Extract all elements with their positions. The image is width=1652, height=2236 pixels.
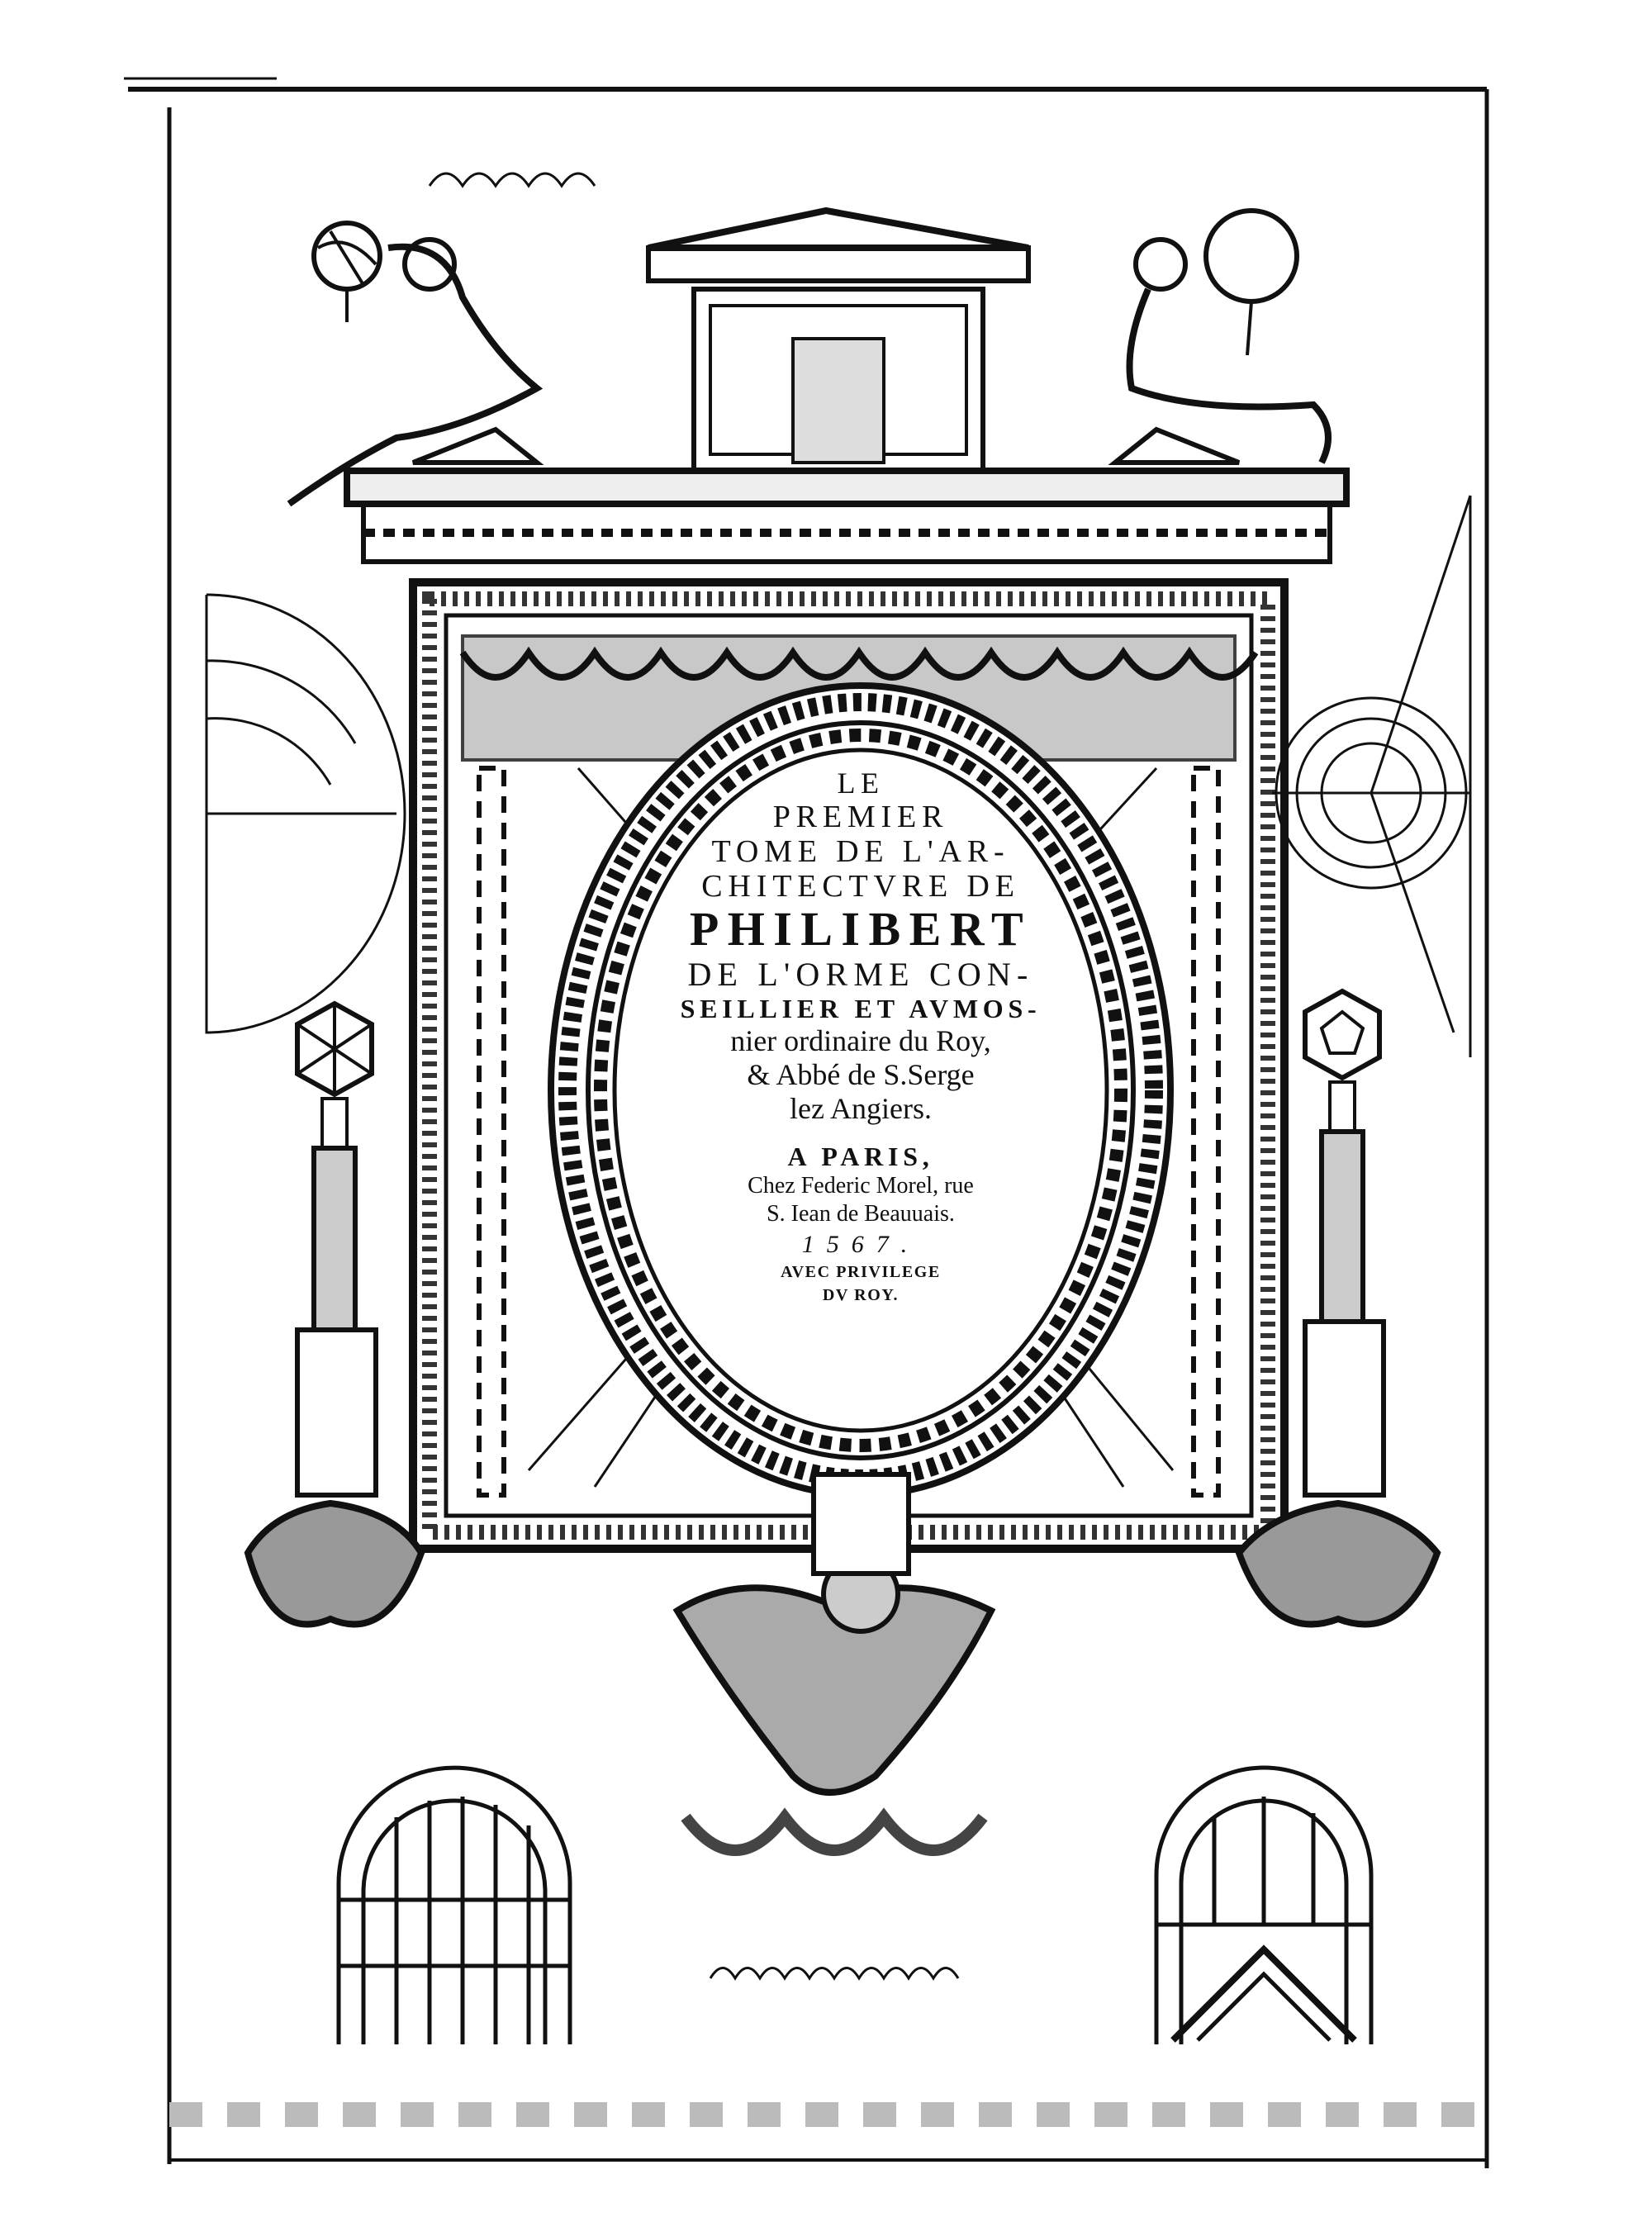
putto-left-with-globe <box>287 221 544 507</box>
author-name-line: PHILIBERT <box>689 902 1032 956</box>
imprint-printer: Chez Federic Morel, rue <box>748 1173 974 1199</box>
privilege-line-2: DV ROY. <box>822 1286 900 1304</box>
title-line-7: SEILLIER ET AVMOS- <box>680 994 1042 1023</box>
pediment <box>344 207 1350 564</box>
handwritten-annotation-top <box>428 172 596 188</box>
imprint-year: 1567. <box>801 1231 920 1258</box>
putto-right-with-globe <box>1126 208 1332 464</box>
geometric-diagram-left <box>205 593 406 1034</box>
arched-window-right <box>1154 1765 1374 2044</box>
privilege-line-1: AVEC PRIVILEGE <box>781 1263 941 1281</box>
title-oval <box>548 682 1174 1498</box>
bottom-cartouche <box>672 1472 996 1856</box>
title-line-10: lez Angiers. <box>790 1092 932 1125</box>
right-pillar-with-dodecahedron <box>1235 988 1441 1628</box>
imprint-place: A PARIS, <box>787 1142 934 1171</box>
geometric-diagram-right <box>1272 495 1472 1057</box>
title-line-2: PREMIER <box>772 800 949 834</box>
arched-window-left <box>336 1765 572 2044</box>
title-line-4: CHITECTVRE DE <box>701 869 1020 904</box>
title-line-8: nier ordinaire du Roy, <box>730 1024 991 1057</box>
title-line-9: & Abbé de S.Serge <box>747 1058 975 1091</box>
left-pillar-with-icosahedron <box>244 1000 425 1628</box>
handwritten-annotation-bottom <box>709 1967 960 1981</box>
title-line-3: TOME DE L'AR- <box>711 834 1010 869</box>
imprint-address: S. Iean de Beauuais. <box>767 1201 955 1227</box>
title-line-6: DE L'ORME CON- <box>687 956 1034 993</box>
title-line-1: LE <box>837 767 885 800</box>
